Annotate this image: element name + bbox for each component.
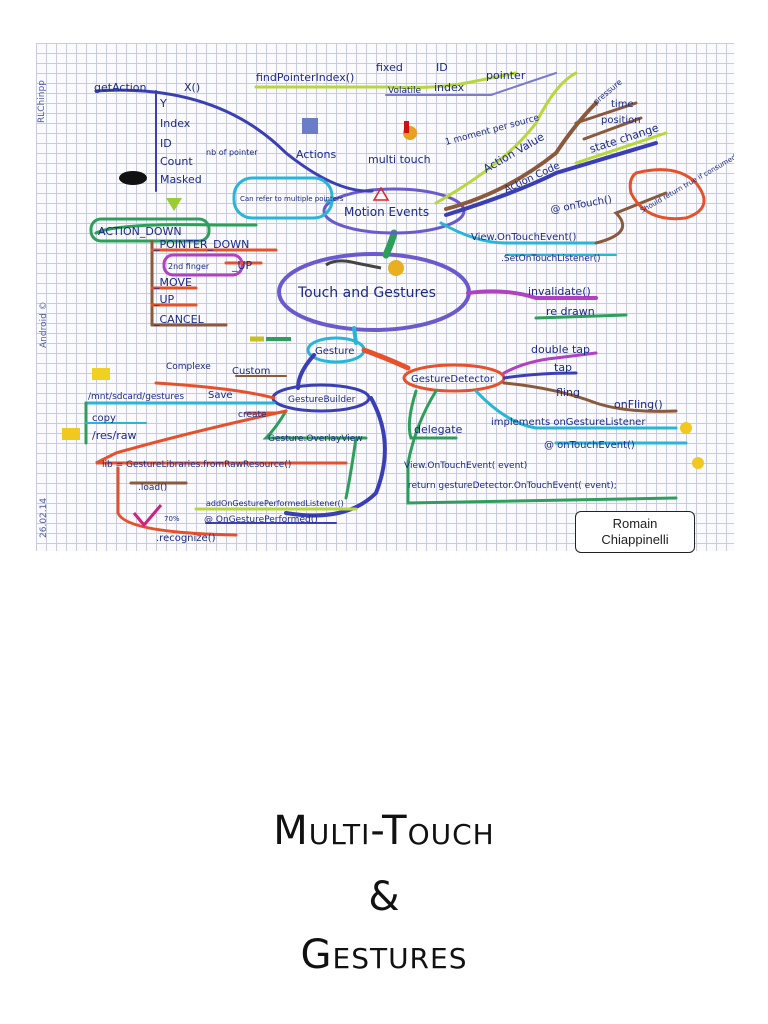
redrawn-label: re drawn bbox=[546, 305, 595, 318]
action-code-label: Action Code bbox=[503, 160, 562, 195]
second-finger-label: 2nd finger bbox=[168, 262, 210, 271]
folder-icon bbox=[62, 368, 110, 440]
pointer-label: pointer bbox=[486, 69, 526, 82]
up2-label: _UP bbox=[153, 293, 175, 306]
fling-label: fling bbox=[556, 386, 580, 399]
complexe-label: Complexe bbox=[166, 362, 211, 372]
get-action-index: Index bbox=[160, 117, 191, 130]
get-action-x: X() bbox=[184, 81, 200, 94]
position-label: position bbox=[601, 115, 641, 126]
view-line-label: View.OnTouchEvent( event) bbox=[404, 461, 527, 471]
notebook-icon bbox=[302, 118, 318, 134]
index-label: index bbox=[434, 81, 465, 94]
get-action-id: ID bbox=[160, 137, 172, 150]
set-listener-label: .SetOnTouchListener() bbox=[501, 254, 601, 264]
implements-label: implements onGestureListener bbox=[491, 417, 646, 428]
title-ampersand: & bbox=[368, 874, 400, 920]
on-performed-label: @ OnGesturePerformed() bbox=[204, 515, 318, 525]
action-down-label: ACTION_DOWN bbox=[98, 225, 182, 238]
get-action-count: Count bbox=[160, 155, 193, 168]
double-tap-label: double tap bbox=[531, 343, 590, 356]
center-label: Touch and Gestures bbox=[297, 285, 436, 301]
load-label: .load() bbox=[138, 483, 167, 493]
warning-icon bbox=[372, 186, 390, 201]
get-action-label: getAction bbox=[94, 81, 147, 94]
overlay-view-label: Gesture.OverlayView bbox=[268, 434, 363, 444]
time-label: time bbox=[611, 99, 634, 110]
motion-events-label: Motion Events bbox=[344, 205, 429, 219]
hand-icon bbox=[403, 121, 417, 140]
res-raw-label: /res/raw bbox=[92, 429, 136, 442]
copy-label: copy bbox=[92, 413, 116, 424]
actions-label: Actions bbox=[296, 148, 336, 161]
title-line-1: Multi-Touch bbox=[273, 808, 495, 854]
mindmap-drawing: RLChinpp Android © 26.02.14 Touch and Ge… bbox=[37, 61, 734, 544]
return-line-label: return gestureDetector.OnTouchEvent( eve… bbox=[408, 481, 617, 491]
arrow-down-icon bbox=[166, 198, 182, 211]
gesture-label: Gesture bbox=[315, 346, 354, 357]
add-listener-label: addOnGesturePerformedListener() bbox=[206, 499, 344, 508]
id-label: ID bbox=[436, 61, 448, 74]
move-label: _MOVE bbox=[153, 276, 192, 289]
author-last-name: Chiappinelli bbox=[601, 532, 669, 547]
gesture-detector-label: GestureDetector bbox=[411, 374, 495, 385]
fixed-label: fixed bbox=[376, 61, 403, 74]
custom-label: Custom bbox=[232, 366, 270, 377]
on-touch-event-label: @ onTouchEvent() bbox=[544, 440, 635, 451]
percent-label: 70% bbox=[164, 515, 180, 523]
title-line-3: Gestures bbox=[300, 932, 468, 978]
copyright-label: Android © bbox=[39, 301, 49, 348]
on-fling-label: onFling() bbox=[614, 398, 663, 411]
view-on-touch-label: View.OnTouchEvent() bbox=[471, 232, 576, 243]
hand-gesture-icon bbox=[325, 259, 404, 276]
pointer-down-label: _POINTER_DOWN bbox=[153, 238, 249, 251]
volatile-label: Volatile bbox=[388, 86, 422, 96]
up-label: _UP bbox=[231, 259, 253, 272]
tap-label: tap bbox=[554, 361, 572, 374]
invalidate-label: invalidate() bbox=[528, 285, 591, 298]
author-box: Romain Chiappinelli bbox=[575, 511, 695, 553]
create-label: create bbox=[238, 410, 267, 420]
check-icon bbox=[132, 504, 163, 528]
multi-touch-label: multi touch bbox=[368, 153, 431, 166]
path-sd-label: /mnt/sdcard/gestures bbox=[88, 392, 184, 402]
lib-line-label: lib = GestureLibraries.fromRawResource() bbox=[102, 460, 291, 470]
on-touch-label: @ onTouch() bbox=[550, 194, 613, 216]
gesture-builder-label: GestureBuilder bbox=[288, 395, 356, 405]
touch-icon bbox=[680, 422, 704, 469]
cancel-label: _CANCEL bbox=[153, 313, 205, 326]
save-label: Save bbox=[208, 390, 233, 401]
find-pointer-label: findPointerIndex() bbox=[256, 71, 354, 84]
handle-label: RLChinpp bbox=[37, 80, 47, 123]
author-first-name: Romain bbox=[612, 516, 658, 531]
get-action-y: Y bbox=[159, 97, 167, 110]
get-action-masked: Masked bbox=[160, 173, 202, 186]
nb-pointer-label: nb of pointer bbox=[206, 148, 258, 157]
delegate-label: delegate bbox=[414, 423, 463, 436]
date-label: 26.02.14 bbox=[39, 498, 49, 538]
mindmap-image: RLChinpp Android © 26.02.14 Touch and Ge… bbox=[36, 43, 734, 551]
mask-icon bbox=[119, 171, 147, 185]
recognize-label: .recognize() bbox=[156, 533, 216, 544]
refer-note-line: Can refer to multiple pointers bbox=[240, 195, 344, 203]
